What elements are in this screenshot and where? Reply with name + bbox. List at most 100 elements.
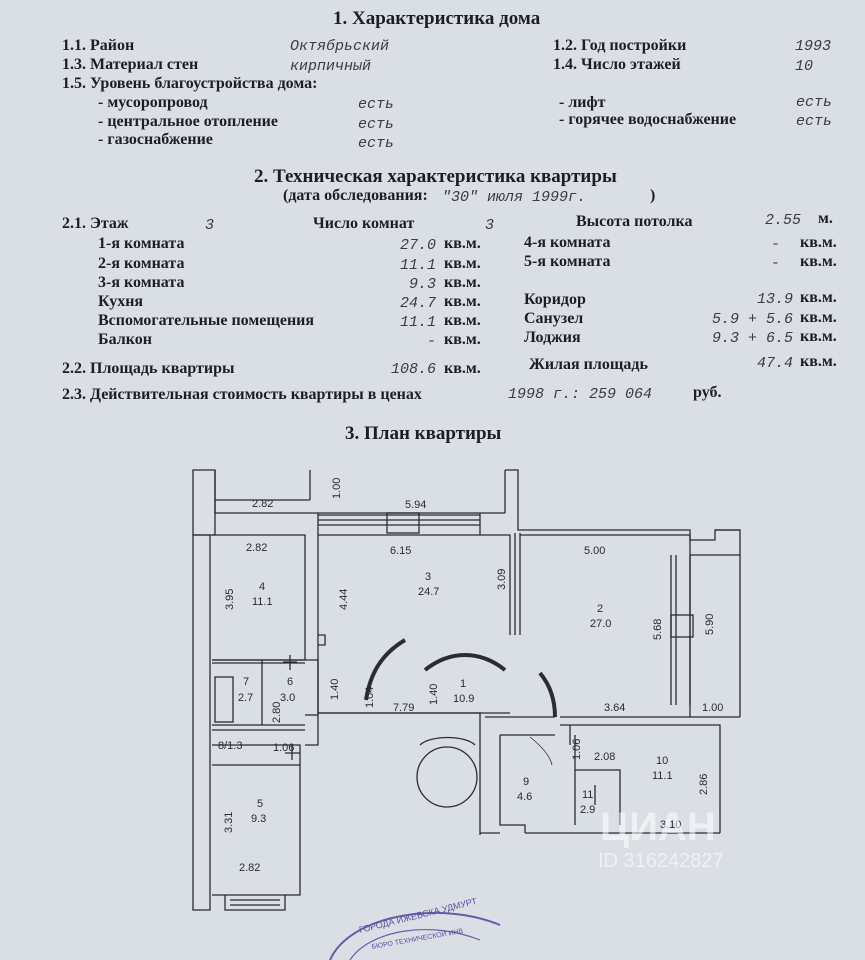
room-area: 24.7 [418,586,439,598]
survey-prefix: (дата обследования: [283,187,428,204]
room-area: 27.0 [590,618,611,630]
room-area: 4.6 [517,791,532,803]
dim-label: 5.90 [704,614,716,635]
row-unit: кв.м. [444,274,481,291]
amenity-value: есть [796,113,833,130]
dim-label: 3.10 [660,819,681,831]
dim-label: 3.09 [496,569,508,590]
row-label: Балкон [98,331,152,348]
row-value: 9.3 [408,276,436,293]
section2-title: 2. Техническая характеристика квартиры [254,166,617,187]
plan-dimensions: 2.82 1.00 5.94 2.82 6.15 5.00 3.95 4.44 … [223,478,723,874]
ceiling-unit: м. [818,210,833,227]
row-label: 4-я комната [524,234,611,251]
cost-label: 2.3. Действительная стоимость квартиры в… [62,386,422,403]
section1-title: 1. Характеристика дома [333,8,541,29]
room-area: 2.7 [238,692,253,704]
watermark-id: ID 316242827 [598,850,724,872]
dim-label: 1.06 [571,739,583,760]
row-label: Кухня [98,293,144,310]
row-unit: кв.м. [444,235,481,252]
row-label: 2-я комната [98,255,185,272]
row-label: Вспомогательные помещения [98,312,315,329]
dim-label: 7.79 [393,702,414,714]
room-number: 10 [656,755,668,767]
dim-label: 5.68 [652,619,664,640]
walls-value: кирпичный [290,58,372,75]
amenity-label: - лифт [559,94,606,111]
floors-label: 1.4. Число этажей [553,56,681,73]
room-number: 3 [425,571,431,583]
amenity-value: есть [796,94,833,111]
row-label: Санузел [524,310,584,327]
amenity-label: - газоснабжение [98,131,213,148]
living-unit: кв.м. [800,353,837,370]
dim-label: 5.94 [405,499,426,511]
year-label: 1.2. Год постройки [553,37,687,54]
rooms-label: Число комнат [313,215,415,232]
ceiling-label: Высота потолка [576,213,693,230]
row-label: 1-я комната [98,235,185,252]
row-label: Коридор [524,291,586,308]
survey-date: "30" июля 1999г. [442,189,587,206]
row-value: 24.7 [399,295,436,312]
amenity-value: есть [358,116,395,133]
plan-walls [192,469,741,911]
amenity-label: - мусоропровод [98,94,208,111]
dim-label: 2.82 [239,862,260,874]
living-value: 47.4 [756,355,793,372]
floor-value: 3 [205,217,215,234]
amenity-value: есть [358,135,395,152]
row-value: 27.0 [399,237,436,254]
row-value: 11.1 [399,314,436,331]
row-unit: кв.м. [800,328,837,345]
row-unit: кв.м. [800,234,837,251]
walls-label: 1.3. Материал стен [62,56,199,73]
cost-value: 1998 г.: 259 064 [508,386,653,403]
room-number: 11 [582,789,593,801]
row-value: - [770,236,780,253]
watermark-brand: ЦИАН [600,805,716,849]
dim-label: 1.06 [273,742,294,754]
amenity-value: есть [358,96,395,113]
floor-label: 2.1. Этаж [62,215,129,232]
row-unit: кв.м. [800,289,837,306]
room-number: 1 [460,678,466,690]
row-value: - [770,255,780,272]
dim-label: 3.95 [224,589,236,610]
amenity-label: - центральное отопление [98,113,278,130]
row-value: 13.9 [756,291,793,308]
row-unit: кв.м. [800,253,837,270]
dim-label: 3.31 [223,812,235,833]
stamp: ГОРОДА ИЖЕВСКА УДМУРТ БЮРО ТЕХНИЧЕСКОЙ И… [329,896,501,960]
area-value: 108.6 [390,361,436,378]
dim-label: 2.82 [246,542,267,554]
floors-value: 10 [795,58,814,75]
area-unit: кв.м. [444,360,481,377]
cost-unit: руб. [693,384,722,401]
row-value: - [426,333,436,350]
dim-label: 2.86 [698,774,710,795]
room-area: 9.3 [251,813,266,825]
dim-label: 2.82 [252,498,273,510]
room-area: 11.1 [652,770,673,782]
plan-rooms: 4 11.1 3 24.7 2 27.0 7 2.7 6 3.0 1 10.9 … [218,571,673,825]
row-unit: кв.м. [444,331,481,348]
dim-label: 2.80 [271,702,283,723]
row-value: 5.9 + 5.6 [711,311,793,328]
dim-label: 1.40 [428,684,440,705]
amenity-label: - горячее водоснабжение [559,111,737,128]
watermark: ЦИАН ID 316242827 [598,805,724,872]
row-label: Лоджия [524,329,581,346]
room-number: 6 [287,676,293,688]
amenities-label: 1.5. Уровень благоустройства дома: [62,75,318,92]
row-value: 9.3 + 6.5 [711,330,793,347]
district-label: 1.1. Район [62,37,135,54]
living-label: Жилая площадь [529,356,648,373]
row-unit: кв.м. [444,312,481,329]
dim-label: 1.40 [329,679,341,700]
dim-label: 2.08 [594,751,615,763]
row-label: 3-я комната [98,274,185,291]
district-value: Октябрьский [290,38,390,55]
